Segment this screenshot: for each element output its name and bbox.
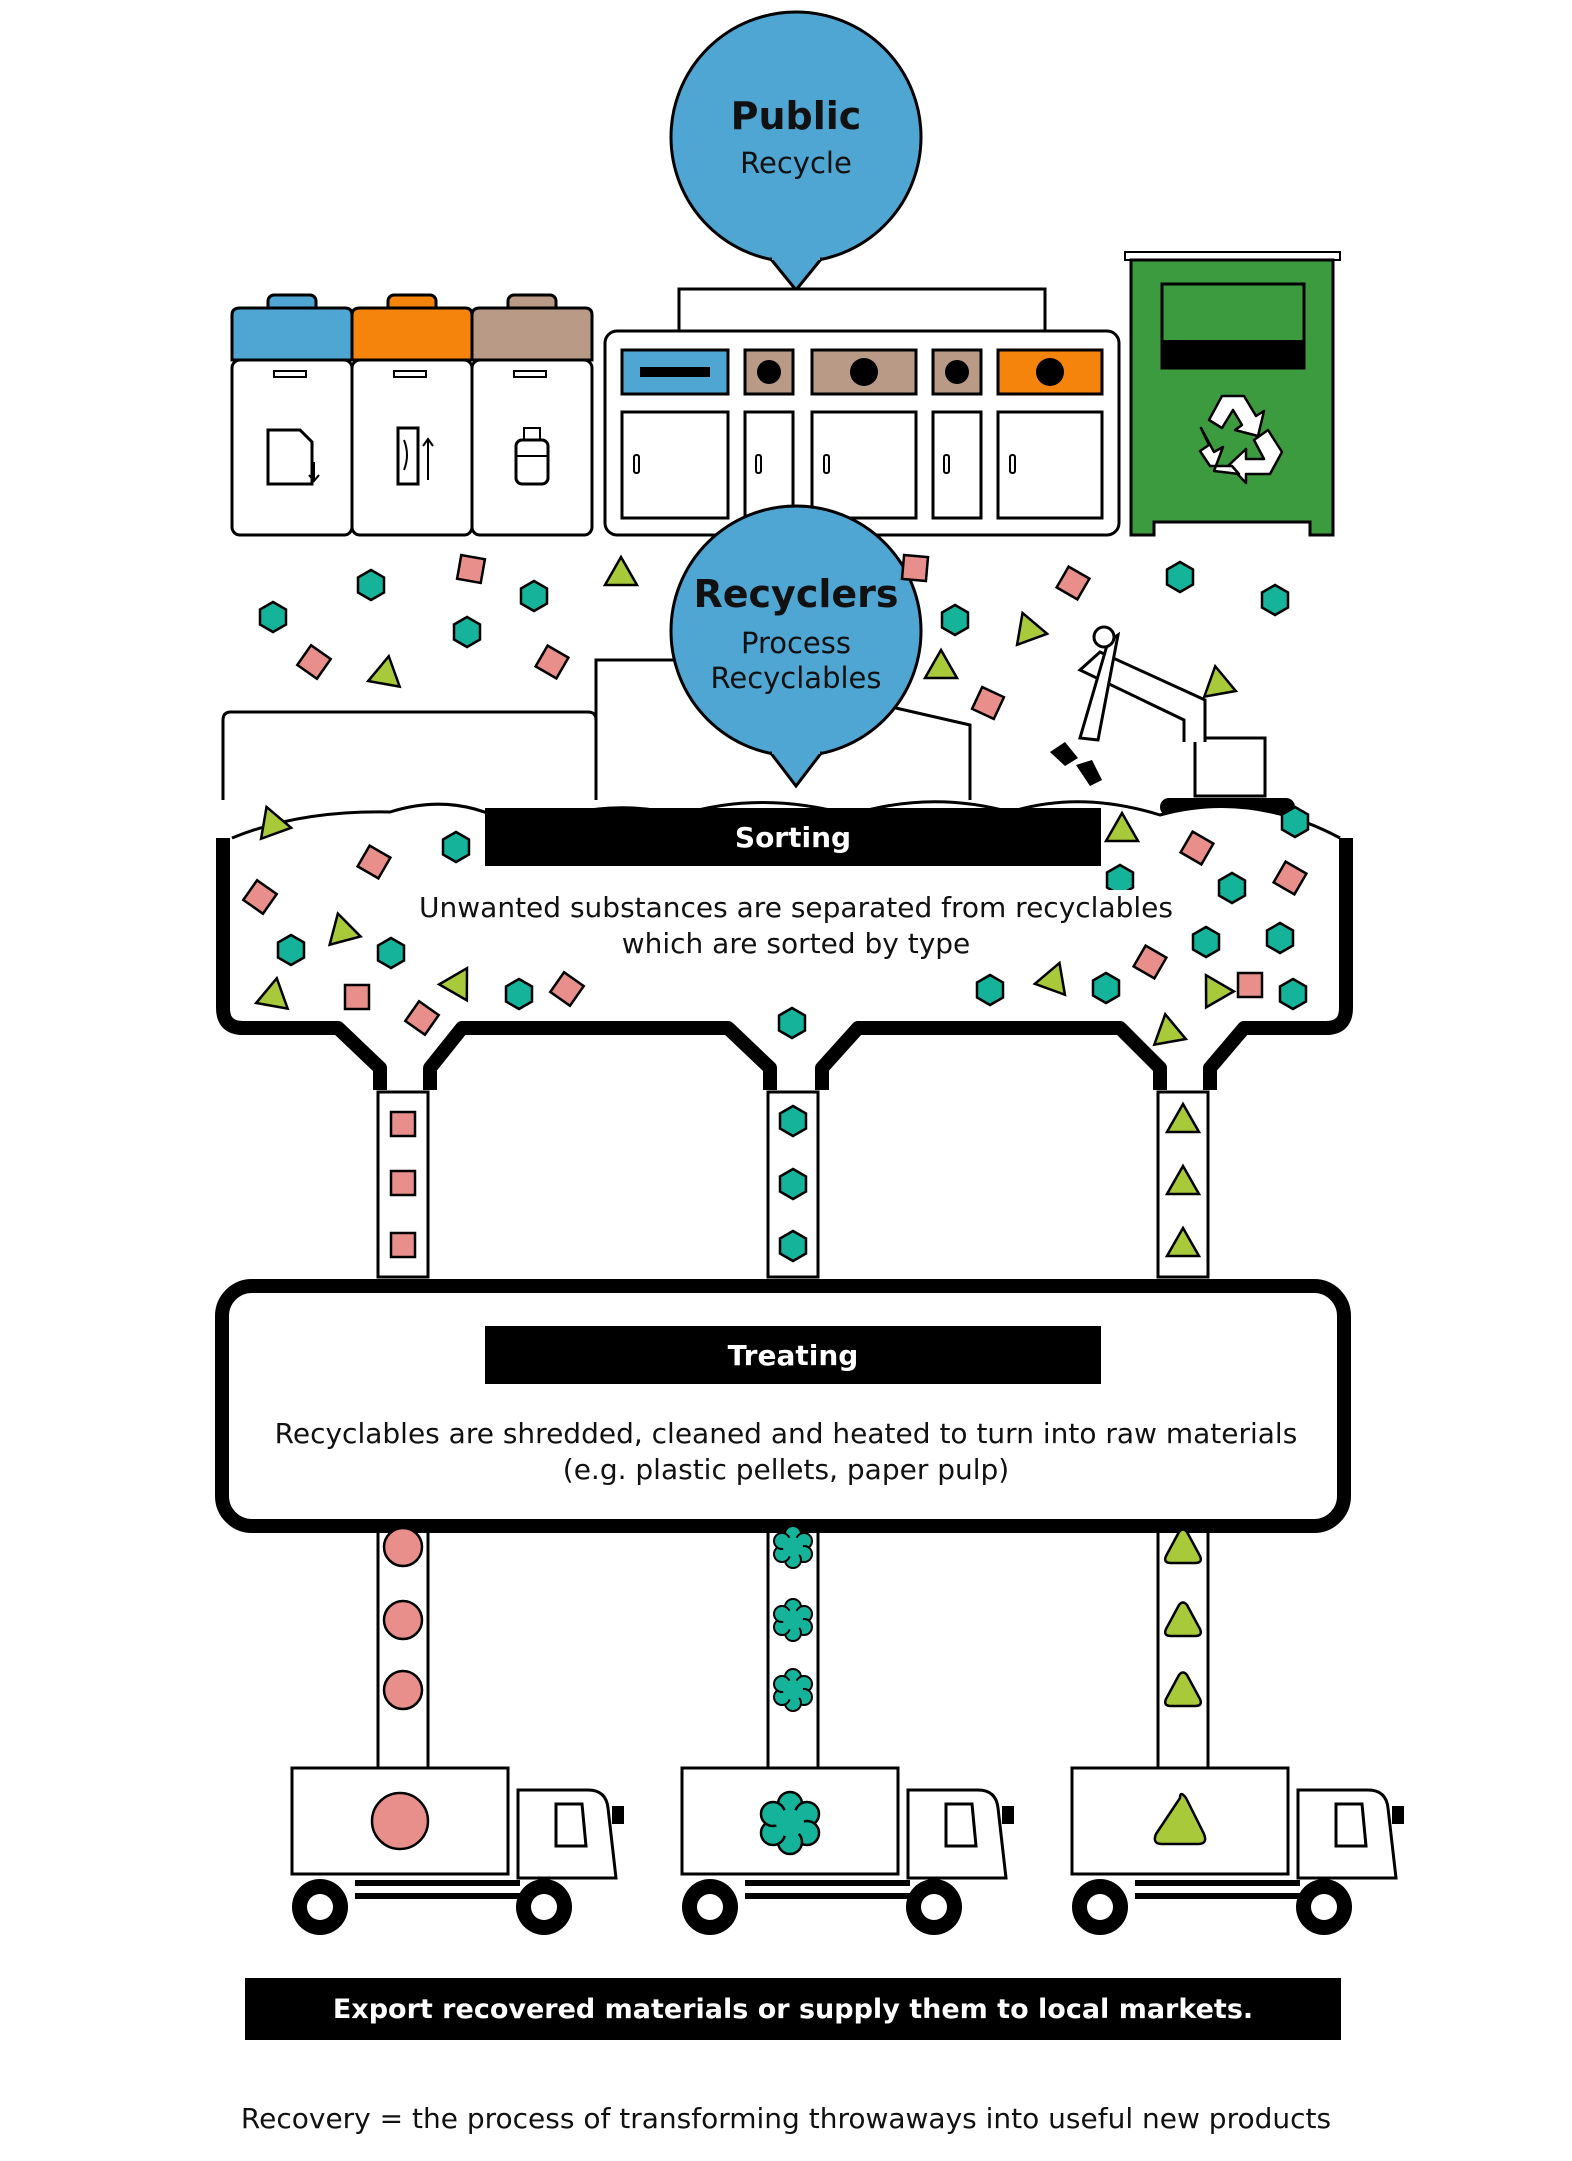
pink-square-particle	[1271, 859, 1309, 897]
teal-hexagon-particle	[1191, 925, 1221, 959]
treating-label: Treating	[485, 1326, 1101, 1384]
teal-hexagon-particle	[778, 1229, 808, 1263]
lime-triangle-particle	[1152, 1011, 1189, 1047]
pink-square-particle	[1236, 971, 1264, 999]
recyclers-bubble-subtitle-line2: Recyclables	[710, 661, 882, 695]
lime-triangle-particle	[1015, 610, 1050, 647]
teal-hexagon-particle	[1217, 871, 1247, 905]
teal-flake-particle	[783, 1610, 803, 1630]
pink-square-particle	[389, 1231, 417, 1259]
recycling-station	[603, 287, 1121, 537]
public-bubble-title: Public	[730, 94, 862, 138]
lime-triangle-particle	[436, 965, 469, 1003]
export-banner: Export recovered materials or supply the…	[245, 1978, 1341, 2040]
lime-triangle-particle	[253, 975, 290, 1011]
teal-flake-particle	[783, 1680, 803, 1700]
pink-square-particle	[389, 1169, 417, 1197]
footer-note: Recovery = the process of transforming t…	[240, 2102, 1332, 2135]
treating-box	[215, 1279, 1351, 1533]
lime-triangle-particle	[1103, 810, 1141, 843]
pink-square-particle	[403, 999, 441, 1037]
teal-hexagon-particle	[1265, 921, 1295, 955]
recyclers-bubble-title: Recyclers	[693, 572, 899, 616]
robot-arm-icon	[1050, 625, 1295, 816]
public-bubble-subtitle: Recycle	[740, 146, 852, 180]
pink-square-particle	[548, 970, 586, 1008]
teal-hexagon-particle	[376, 936, 406, 970]
sorting-description-line1: Unwanted substances are separated from r…	[400, 890, 1192, 926]
paper-icon	[266, 428, 320, 486]
teal-hexagon-particle	[1260, 583, 1290, 617]
pink-square-particle	[455, 553, 487, 585]
treating-description-line1: Recyclables are shredded, cleaned and he…	[274, 1417, 1298, 1450]
lime-triangle-particle	[1164, 1101, 1202, 1134]
teal-hexagon-particle	[441, 830, 471, 864]
pink-square-particle	[355, 843, 393, 881]
truck-icon	[290, 1766, 1404, 1935]
recyclable-particles	[241, 553, 1310, 1712]
pink-square-particle	[970, 685, 1006, 721]
lime-triangle-particle	[1164, 1163, 1202, 1196]
lime-triangle-particle	[1032, 960, 1067, 997]
can-icon	[396, 426, 434, 486]
bottle-icon	[514, 427, 550, 486]
teal-hexagon-particle	[975, 973, 1005, 1007]
recyclers-bubble	[669, 504, 923, 789]
recyclers-bubble-subtitle-line1: Process	[740, 626, 851, 660]
pink-pellet-particle	[382, 1669, 424, 1711]
sorting-description-line2: which are sorted by type	[590, 926, 1002, 962]
truck-plastic	[680, 1766, 1014, 1935]
teal-hexagon-particle	[258, 600, 288, 634]
lime-pellet-particle	[1163, 1601, 1203, 1638]
teal-hexagon-particle	[778, 1104, 808, 1138]
teal-hexagon-particle	[519, 579, 549, 613]
pink-square-particle	[900, 553, 930, 583]
bin-cans	[350, 293, 474, 537]
teal-hexagon-particle	[1278, 977, 1308, 1011]
pink-square-particle	[1054, 564, 1092, 602]
teal-hexagon-particle	[1091, 971, 1121, 1005]
teal-hexagon-particle	[1165, 560, 1195, 594]
lime-pellet-particle	[1163, 1671, 1203, 1708]
teal-hexagon-particle	[504, 977, 534, 1011]
lime-triangle-particle	[602, 554, 640, 587]
pink-square-particle	[241, 878, 279, 916]
pink-square-particle	[1178, 829, 1216, 867]
lime-triangle-particle	[327, 911, 363, 947]
truck-paper	[290, 1766, 624, 1935]
lime-triangle-particle	[259, 804, 294, 841]
teal-hexagon-particle	[777, 1006, 807, 1040]
teal-hexagon-particle	[940, 603, 970, 637]
sorting-label: Sorting	[485, 808, 1101, 866]
lime-triangle-particle	[1164, 1225, 1202, 1258]
truck-glass	[1070, 1766, 1404, 1935]
teal-hexagon-particle	[356, 568, 386, 602]
teal-flake-particle	[783, 1537, 803, 1557]
public-bubble	[669, 10, 923, 293]
lime-triangle-particle	[1202, 663, 1239, 699]
pink-square-particle	[1131, 943, 1169, 981]
recycle-icon	[1198, 394, 1284, 485]
teal-hexagon-particle	[452, 615, 482, 649]
bin-bottles	[470, 293, 594, 537]
lime-triangle-particle	[1204, 972, 1237, 1010]
pink-pellet-particle	[382, 1599, 424, 1641]
teal-hexagon-particle	[1280, 805, 1310, 839]
pink-square-particle	[295, 643, 333, 681]
lime-triangle-particle	[365, 653, 402, 689]
pink-pellet-particle	[382, 1526, 424, 1568]
teal-hexagon-particle	[778, 1167, 808, 1201]
bin-paper	[230, 293, 354, 537]
pink-square-particle	[343, 983, 371, 1011]
treating-description-line2: (e.g. plastic pellets, paper pulp)	[562, 1453, 1010, 1486]
green-recycling-bank	[1124, 251, 1341, 537]
pink-square-particle	[389, 1110, 417, 1138]
lime-pellet-particle	[1163, 1528, 1203, 1565]
pink-square-particle	[533, 643, 571, 681]
teal-hexagon-particle	[276, 933, 306, 967]
lime-triangle-particle	[922, 647, 960, 680]
conveyors-lower	[376, 1526, 1210, 1770]
